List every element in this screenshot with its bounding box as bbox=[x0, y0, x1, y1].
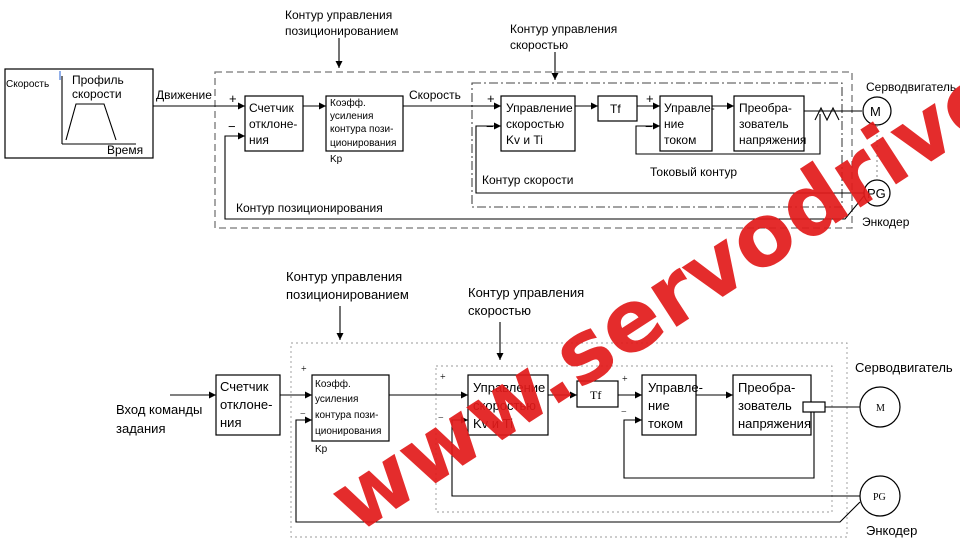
top-position-frame bbox=[214, 71, 853, 229]
bottom-speed-control-block bbox=[467, 374, 549, 436]
speed-axis-label: Скорость bbox=[6, 79, 49, 90]
bottom-motor-icon bbox=[859, 386, 901, 428]
sum1-plus: + bbox=[229, 91, 237, 106]
b-sum3-minus: − bbox=[621, 407, 627, 418]
pwm-wave-icon bbox=[814, 106, 840, 122]
top-diagram: Контур управления позиционированием Конт… bbox=[4, 8, 956, 229]
top-tf-block bbox=[597, 95, 638, 122]
bottom-gain-label: Коэфф. усиления контура пози- ционирован… bbox=[315, 378, 381, 437]
top-speed-frame bbox=[471, 82, 843, 208]
speed-signal-label: Скорость bbox=[409, 88, 461, 102]
bottom-gain-block bbox=[311, 374, 390, 442]
top-current-loop-label: Токовый контур bbox=[650, 165, 737, 179]
bottom-current-loop-line bbox=[623, 412, 815, 479]
top-servo-label: Серводвигатель bbox=[866, 80, 956, 94]
bottom-tf-label: Tf bbox=[590, 388, 601, 402]
bottom-pg-label: PG bbox=[873, 492, 886, 503]
bottom-speed-loop-ctrl-label: Контур управления скоростью bbox=[468, 285, 588, 318]
watermark-text: www.servodrive.ru bbox=[313, 0, 960, 539]
bottom-position-loop-line bbox=[295, 416, 861, 523]
b-sum3-plus: + bbox=[622, 374, 628, 385]
bottom-speed-control-label: Управление скоростью Kv и Ti bbox=[473, 380, 549, 431]
bottom-current-control-label: Управле- ние током bbox=[648, 380, 707, 431]
bottom-encoder-label: Энкодер bbox=[866, 523, 917, 538]
b-sum2-plus: + bbox=[440, 372, 446, 383]
top-current-loop-line bbox=[635, 114, 821, 155]
bottom-deviation-counter-block bbox=[215, 374, 281, 436]
top-pg-label: PG bbox=[867, 186, 886, 201]
top-tf-label: Tf bbox=[610, 102, 621, 116]
bottom-speed-frame bbox=[435, 365, 833, 513]
top-counter-label: Счетчик отклоне- ния bbox=[249, 101, 301, 147]
top-converter-label: Преобра- зователь напряжения bbox=[739, 101, 806, 147]
bottom-tf-block bbox=[576, 380, 619, 408]
top-converter-block bbox=[733, 95, 805, 152]
sum2-plus: + bbox=[487, 91, 495, 106]
top-current-control-block bbox=[659, 95, 713, 152]
bottom-motor-label: M bbox=[876, 403, 885, 414]
command-input-label: Вход команды задания bbox=[116, 402, 206, 436]
top-kp-label: Kp bbox=[330, 154, 343, 165]
top-speed-control-label: Управление скоростью Kv и Ti bbox=[506, 101, 576, 147]
b-sum1-plus: + bbox=[301, 364, 307, 375]
top-position-loop-line bbox=[224, 132, 865, 220]
top-gain-label: Коэфф. усиления контура пози- ционирован… bbox=[330, 97, 396, 149]
top-position-loop-label: Контур позиционирования bbox=[236, 201, 383, 215]
b-sum2-minus: − bbox=[438, 413, 444, 424]
time-axis-label: Время bbox=[107, 143, 143, 157]
top-current-control-label: Управле- ние током bbox=[664, 101, 718, 147]
top-gain-block bbox=[325, 95, 404, 152]
bottom-converter-block bbox=[732, 374, 812, 436]
top-motor-label: M bbox=[870, 104, 881, 119]
top-deviation-counter-block bbox=[244, 95, 304, 152]
b-sum1-minus: − bbox=[300, 409, 306, 420]
bottom-converter-label: Преобра- зователь напряжения bbox=[738, 380, 811, 431]
top-position-loop-ctrl-label: Контур управления позиционированием bbox=[285, 8, 398, 38]
profile-title: Профиль скорости bbox=[72, 73, 127, 101]
movement-label: Движение bbox=[156, 88, 212, 102]
bottom-kp-label: Kp bbox=[315, 444, 328, 455]
top-speed-loop-label: Контур скорости bbox=[482, 173, 573, 187]
bottom-position-loop-ctrl-label: Контур управления позиционированием bbox=[286, 269, 409, 302]
sum1-minus: − bbox=[228, 119, 236, 134]
top-speed-loop-line bbox=[475, 122, 864, 194]
bottom-current-control-block bbox=[641, 374, 697, 436]
speed-profile-box: Скорость Профиль скорости Время bbox=[4, 68, 154, 159]
bottom-counter-label: Счетчик отклоне- ния bbox=[220, 379, 276, 430]
bottom-output-terminal bbox=[802, 401, 826, 413]
top-encoder-label: Энкодер bbox=[862, 215, 910, 229]
top-speed-loop-ctrl-label: Контур управления скоростью bbox=[510, 22, 621, 52]
bottom-servo-label: Серводвигатель bbox=[855, 360, 953, 375]
bottom-speed-loop-line bbox=[451, 416, 860, 497]
bottom-diagram: Контур управления позиционированием Конт… bbox=[116, 269, 953, 538]
top-speed-control-block bbox=[500, 95, 576, 152]
sum3-plus: + bbox=[646, 91, 654, 106]
